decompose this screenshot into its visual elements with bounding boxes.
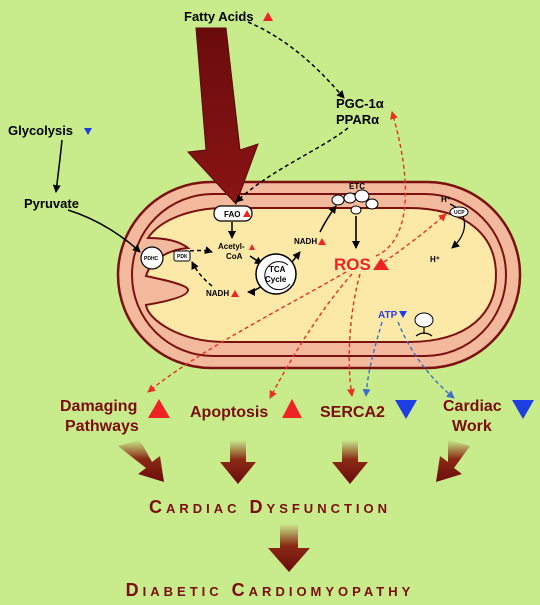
glycolysis-down-marker — [84, 128, 92, 135]
mitochondrion — [116, 180, 522, 370]
arrow-serca2-to-dysfunction — [332, 440, 368, 484]
serca2-label: SERCA2 — [320, 404, 385, 421]
cardiac-work-label-line2: Work — [452, 418, 492, 435]
arrow-dysfunction-to-cardiomyopathy — [268, 524, 310, 572]
etc-complex-4 — [365, 198, 379, 210]
cardiac-work-down-marker — [512, 400, 534, 419]
fao-up-marker — [243, 210, 251, 217]
ppara-label: PPARα — [336, 112, 379, 127]
fao-box — [213, 205, 253, 222]
arrow-ppar-to-fao — [235, 127, 349, 203]
acetyl-label: Acetyl- — [218, 242, 245, 251]
fatty-acid-influx-arrow — [186, 27, 259, 205]
coa-label: CoA — [226, 252, 243, 261]
pgc1a-label: PGC-1α — [336, 96, 384, 111]
convergence-arrows — [118, 440, 470, 484]
ros-to-ucp-arrow — [383, 213, 447, 263]
arrow-nadh-to-pdk — [191, 261, 213, 287]
arrow-nadh-to-etc — [319, 205, 337, 233]
pdhc-circle — [140, 246, 164, 270]
arrow-glycolysis-to-pyruvate — [52, 139, 63, 193]
tca-cycle-arrow — [264, 261, 291, 291]
ros-to-damaging-arrow — [147, 271, 347, 393]
serca2-down-marker — [395, 400, 417, 419]
arrow-pyruvate-to-pdhc — [67, 209, 141, 253]
h-plus-bottom-label: H⁺ — [430, 255, 440, 264]
etc-complex-1 — [331, 194, 345, 206]
apoptosis-up-marker — [282, 399, 302, 418]
damaging-label-line2: Pathways — [65, 418, 139, 435]
atp-synthase — [414, 312, 434, 337]
fatty-acids-up-marker — [263, 12, 273, 21]
nadh-bottom-label: NADH — [206, 289, 229, 298]
atp-down-marker — [399, 311, 407, 318]
etc-complex-2 — [343, 192, 357, 204]
inner-membrane — [131, 193, 507, 357]
damaging-up-marker — [148, 399, 170, 418]
arrow-pdhc-to-acetylcoa — [175, 246, 213, 254]
nadh-top-up-marker — [318, 238, 326, 245]
atp-label: ATP — [378, 310, 398, 321]
cardiac-dysfunction-label: Cardiac Dysfunction — [149, 497, 391, 517]
ucp-label: UCP — [454, 210, 465, 216]
ros-up-marker — [373, 258, 389, 270]
pdhc-label: PDHC — [144, 256, 159, 262]
atp-synthase-stalk — [415, 327, 433, 337]
ucp-channel — [449, 206, 469, 218]
arrow-apoptosis-to-dysfunction — [220, 440, 256, 484]
etc-complex-5 — [350, 205, 362, 215]
pyruvate-label: Pyruvate — [24, 196, 79, 211]
nadh-bottom-up-marker — [231, 290, 239, 297]
etc-complex-3 — [354, 189, 370, 203]
acetylcoa-up-marker — [249, 244, 255, 250]
pdk-box — [173, 250, 191, 262]
pdk-label: PDK — [177, 254, 188, 260]
fatty-acids-label: Fatty Acids — [184, 9, 254, 24]
arrow-damaging-to-dysfunction — [118, 440, 164, 482]
diabetic-cardiomyopathy-label: Diabetic Cardiomyopathy — [126, 580, 415, 600]
cardiac-work-label-line1: Cardiac — [443, 398, 502, 415]
tca-cycle-circle — [255, 253, 297, 295]
damaging-label-line1: Damaging — [60, 398, 137, 415]
arrow-fa-to-pgc — [247, 21, 345, 99]
fao-label: FAO — [224, 210, 240, 219]
tca-label: TCA — [269, 265, 286, 274]
etc-label: ETC — [349, 182, 365, 191]
cycle-label: Cycle — [265, 275, 287, 284]
h-plus-top-label: H⁺ — [441, 195, 451, 204]
arrow-cardiac-work-to-dysfunction — [436, 440, 470, 482]
ros-label: ROS — [334, 255, 371, 274]
ros-to-pgc-arrow — [375, 111, 407, 257]
arrow-tca-to-nadh-top — [291, 251, 301, 263]
atp-to-serca2-arrow — [362, 321, 383, 397]
nadh-top-label: NADH — [294, 237, 317, 246]
matrix — [144, 207, 498, 343]
atp-synthase-head — [414, 312, 434, 328]
apoptosis-label: Apoptosis — [190, 404, 268, 421]
glycolysis-label: Glycolysis — [8, 123, 73, 138]
atp-to-cardiac-work-arrow — [397, 321, 455, 399]
etc-complex — [331, 189, 379, 215]
arrow-h-through-ucp — [449, 203, 466, 249]
ros-to-apoptosis-arrow — [269, 273, 353, 399]
